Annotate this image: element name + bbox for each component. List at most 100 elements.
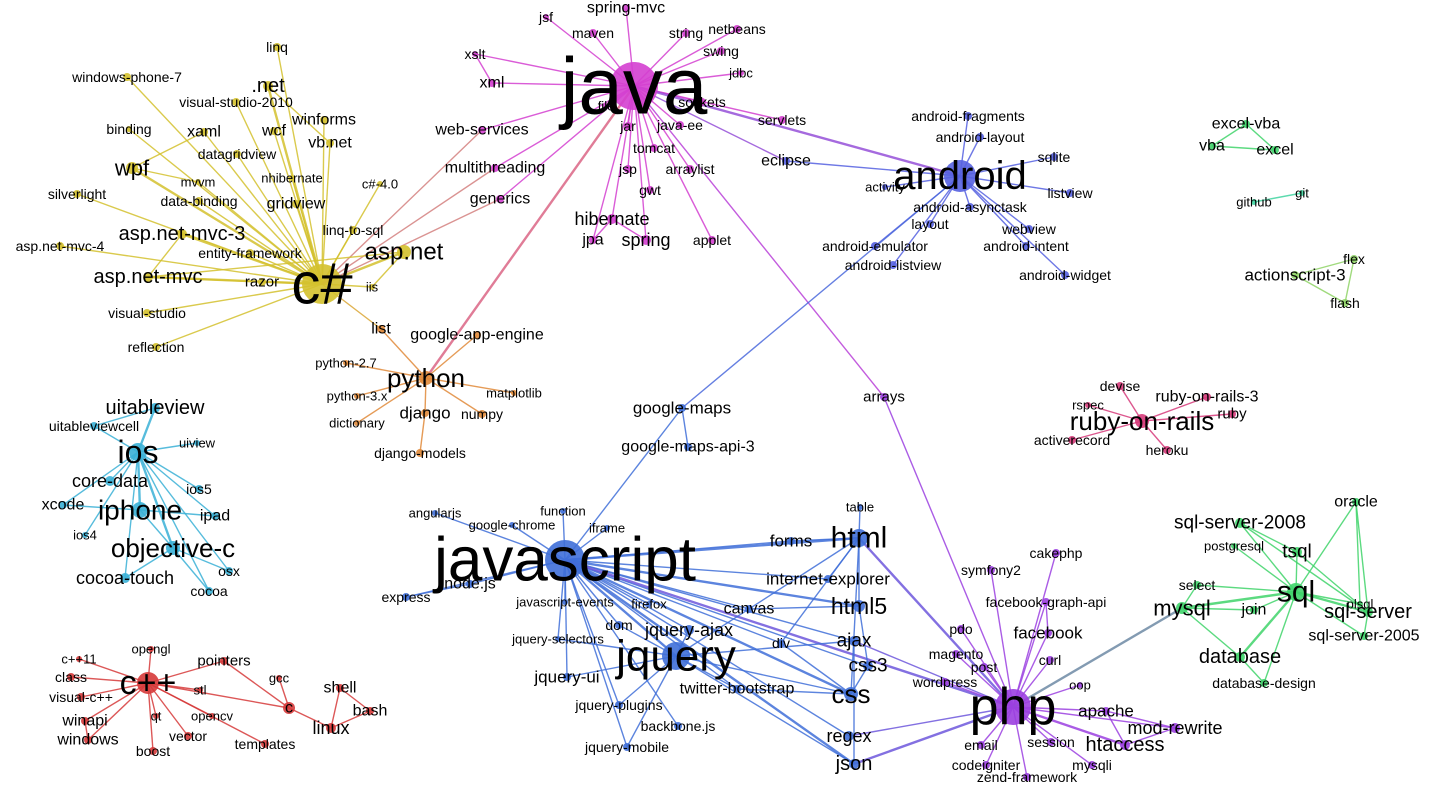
node-codeigniter[interactable] <box>982 761 990 769</box>
node-gmaps[interactable] <box>678 404 686 412</box>
node-arraylist[interactable] <box>686 165 694 173</box>
node-jquery[interactable] <box>662 642 690 670</box>
node-opencv[interactable] <box>209 713 215 719</box>
node-session[interactable] <box>1047 738 1055 746</box>
node-nodejs[interactable] <box>466 580 474 588</box>
node-list[interactable] <box>377 325 385 333</box>
node-uitableviewcell[interactable] <box>90 422 98 430</box>
node-awidget[interactable] <box>1061 271 1069 279</box>
node-webservices[interactable] <box>478 126 486 134</box>
node-html5[interactable] <box>853 600 865 612</box>
node-php[interactable] <box>995 689 1031 725</box>
node-csharp[interactable] <box>302 264 342 304</box>
node-iframe[interactable] <box>604 525 610 531</box>
node-eclipse[interactable] <box>782 157 790 165</box>
node-oracle[interactable] <box>1352 498 1360 506</box>
node-reflection[interactable] <box>152 343 160 351</box>
node-facebook[interactable] <box>1044 629 1052 637</box>
node-maven[interactable] <box>589 29 597 37</box>
node-jsf[interactable] <box>543 14 549 20</box>
node-oop[interactable] <box>1077 682 1083 688</box>
node-net[interactable] <box>263 81 273 91</box>
node-dbdesign[interactable] <box>1260 679 1268 687</box>
node-generics[interactable] <box>496 195 504 203</box>
node-database[interactable] <box>1235 652 1245 662</box>
node-jpa[interactable] <box>589 236 597 244</box>
node-css[interactable] <box>844 687 858 701</box>
node-hibernate[interactable] <box>607 214 617 224</box>
node-ipad[interactable] <box>211 512 219 520</box>
node-select[interactable] <box>1193 581 1201 589</box>
node-django[interactable] <box>421 409 429 417</box>
node-css3[interactable] <box>863 661 873 671</box>
node-csharp4[interactable] <box>377 181 383 187</box>
node-postgresql[interactable] <box>1231 543 1237 549</box>
node-xslt[interactable] <box>472 51 478 57</box>
node-ajax[interactable] <box>849 636 859 646</box>
node-aasync[interactable] <box>966 203 974 211</box>
node-activity[interactable] <box>882 184 888 190</box>
node-jqajax[interactable] <box>684 625 694 635</box>
node-alistview[interactable] <box>889 261 897 269</box>
node-webview[interactable] <box>1025 225 1033 233</box>
node-xcode[interactable] <box>59 501 67 509</box>
node-ios5[interactable] <box>195 485 203 493</box>
node-spring[interactable] <box>641 235 651 245</box>
node-ef[interactable] <box>246 249 254 257</box>
node-email[interactable] <box>977 741 985 749</box>
node-coredata[interactable] <box>105 476 115 486</box>
node-modrewrite[interactable] <box>1170 723 1180 733</box>
node-jqui[interactable] <box>563 673 571 681</box>
node-vba[interactable] <box>1208 142 1216 150</box>
node-plsql[interactable] <box>1357 601 1363 607</box>
node-android[interactable] <box>944 160 976 192</box>
node-ios4[interactable] <box>82 532 88 538</box>
node-mvvm[interactable] <box>195 179 201 185</box>
node-sqlserver2008[interactable] <box>1235 518 1245 528</box>
node-mysql[interactable] <box>1176 602 1188 614</box>
node-htaccess[interactable] <box>1120 740 1130 750</box>
node-zend[interactable] <box>1023 773 1031 781</box>
node-ruby[interactable] <box>1228 410 1236 418</box>
node-aspnet[interactable] <box>397 245 411 259</box>
node-xml[interactable] <box>488 79 496 87</box>
node-wordpress[interactable] <box>941 678 949 686</box>
node-mysqli[interactable] <box>1088 761 1096 769</box>
node-wcf[interactable] <box>270 127 278 135</box>
node-shell[interactable] <box>336 684 344 692</box>
node-numpy[interactable] <box>478 410 486 418</box>
node-djmodels[interactable] <box>416 449 424 457</box>
node-dom[interactable] <box>615 621 623 629</box>
node-class[interactable] <box>67 673 75 681</box>
node-gwt[interactable] <box>646 186 654 194</box>
node-uiview[interactable] <box>194 440 200 446</box>
node-sqlserver2005[interactable] <box>1360 632 1368 640</box>
node-opengl[interactable] <box>148 646 154 652</box>
node-aemulator[interactable] <box>871 242 879 250</box>
node-fbgraph[interactable] <box>1042 598 1050 606</box>
node-cpp[interactable] <box>137 672 159 694</box>
node-angularjs[interactable] <box>432 510 438 516</box>
node-ror3[interactable] <box>1203 393 1211 401</box>
node-afragments[interactable] <box>964 112 972 120</box>
node-cpp11[interactable] <box>76 656 82 662</box>
node-razor[interactable] <box>258 278 266 286</box>
node-c[interactable] <box>283 702 295 714</box>
node-tsql[interactable] <box>1292 547 1302 557</box>
node-javascript[interactable] <box>545 540 585 580</box>
node-github[interactable] <box>1251 199 1257 205</box>
node-activerecord[interactable] <box>1068 436 1076 444</box>
node-netbeans[interactable] <box>733 25 741 33</box>
node-string[interactable] <box>682 29 690 37</box>
node-iis[interactable] <box>369 284 375 290</box>
node-gchrome[interactable] <box>509 522 515 528</box>
node-vs2010[interactable] <box>232 98 240 106</box>
node-javaee[interactable] <box>676 121 684 129</box>
node-vbnet[interactable] <box>326 139 334 147</box>
node-pdo[interactable] <box>957 625 965 633</box>
node-join[interactable] <box>1250 606 1258 614</box>
node-py27[interactable] <box>343 360 349 366</box>
node-alayout[interactable] <box>976 133 984 141</box>
node-as3[interactable] <box>1291 271 1299 279</box>
node-json[interactable] <box>849 759 859 769</box>
